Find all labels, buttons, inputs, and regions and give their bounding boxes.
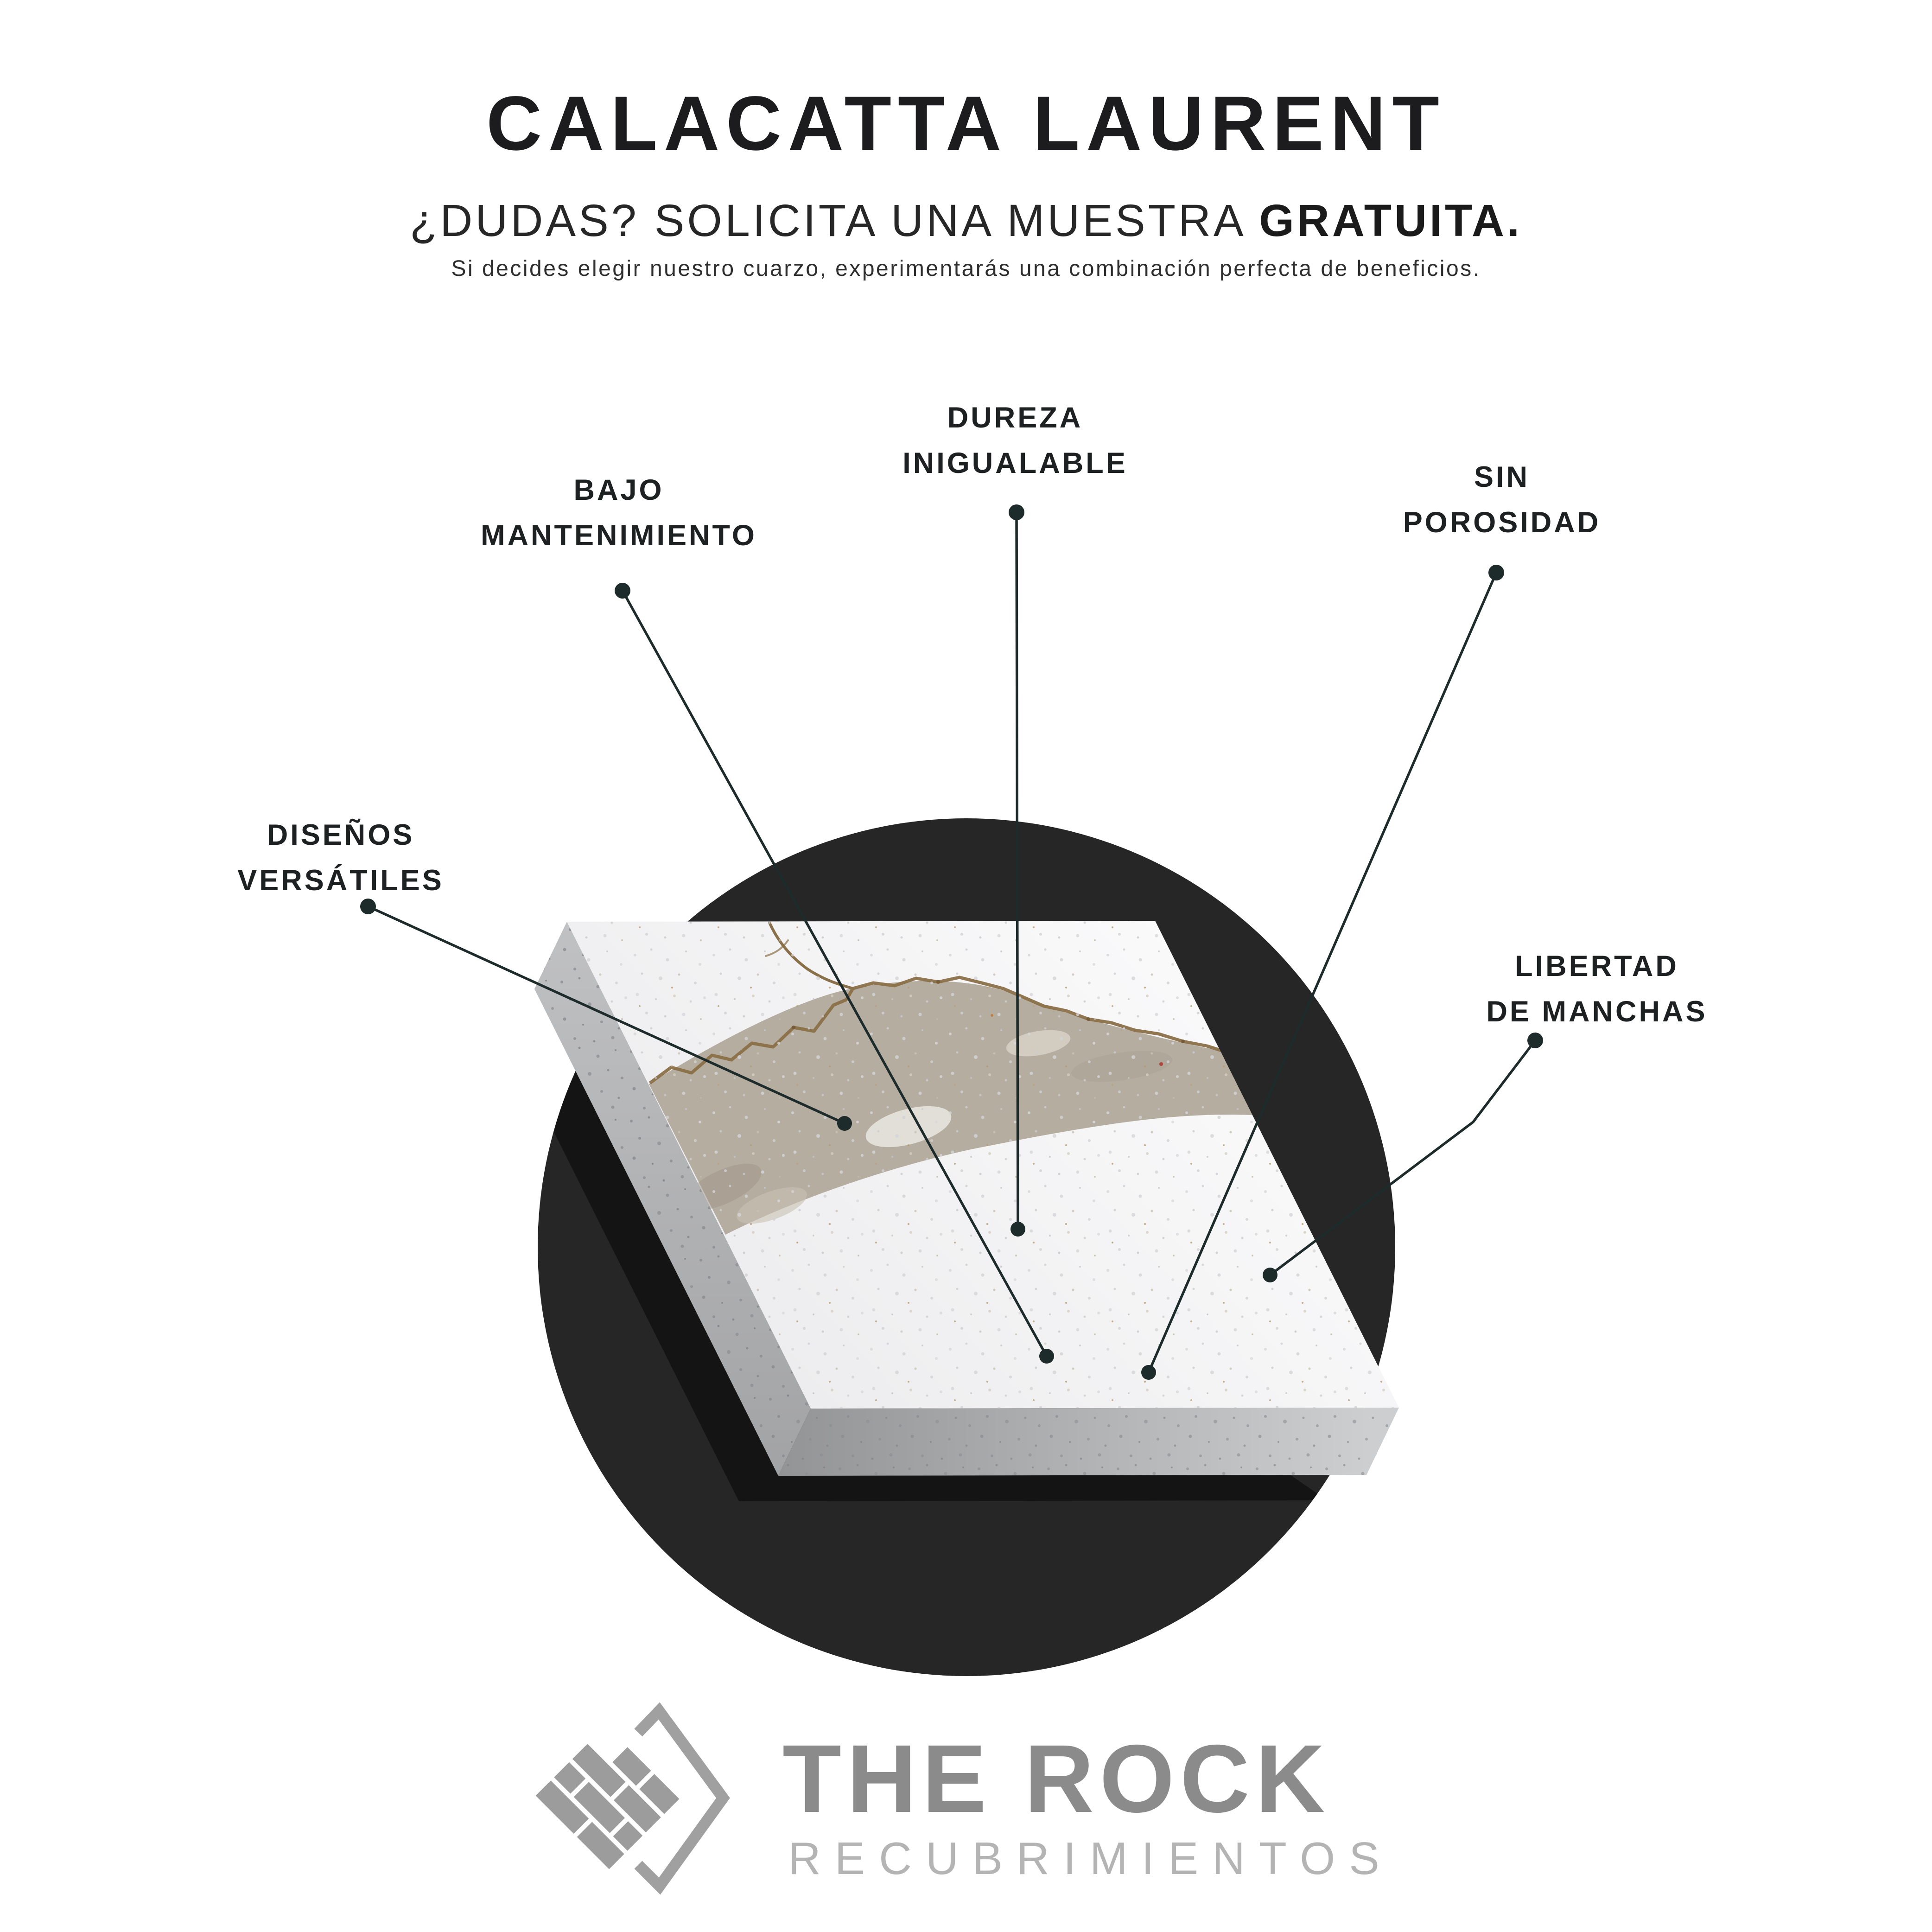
callout-dot-label-bajo bbox=[615, 583, 630, 599]
feature-line: MANTENIMIENTO bbox=[481, 519, 757, 552]
callout-dot-slab-dureza bbox=[1010, 1222, 1025, 1237]
callout-dot-label-disenos bbox=[360, 899, 376, 914]
feature-line: BAJO bbox=[573, 474, 664, 506]
feature-line: VERSÁTILES bbox=[237, 864, 444, 897]
feature-line: DE MANCHAS bbox=[1486, 995, 1708, 1028]
logo-diamond-outline bbox=[634, 1702, 730, 1895]
page-title: CALACATTA LAURENT bbox=[486, 81, 1446, 166]
brand-tagline: RECUBRIMIENTOS bbox=[788, 1833, 1393, 1884]
feature-line: DISEÑOS bbox=[267, 819, 415, 851]
feature-label-bajo-mantenimiento: BAJO MANTENIMIENTO bbox=[481, 467, 757, 558]
callout-dot-slab-bajo bbox=[1039, 1349, 1054, 1364]
feature-line: SIN bbox=[1474, 461, 1530, 493]
feature-label-sin-porosidad: SIN POROSIDAD bbox=[1403, 454, 1601, 545]
feature-label-dureza: DUREZA INIGUALABLE bbox=[902, 395, 1127, 486]
callout-line-sin-porosidad bbox=[1147, 571, 1498, 1374]
brand-name: THE ROCK bbox=[782, 1725, 1331, 1833]
feature-line: POROSIDAD bbox=[1403, 506, 1601, 539]
callout-dot-slab-libertad bbox=[1263, 1268, 1277, 1282]
callout-dot-label-sin bbox=[1488, 565, 1504, 580]
callout-dot-label-dureza bbox=[1009, 504, 1024, 520]
page-description: Si decides elegir nuestro cuarzo, experi… bbox=[451, 256, 1481, 281]
logo-brick-pattern bbox=[535, 1744, 680, 1869]
callout-line-dureza-inigualable bbox=[1015, 511, 1019, 1231]
slab-front-face bbox=[778, 1408, 1399, 1476]
feature-line: DUREZA bbox=[947, 402, 1083, 434]
page-subtitle: ¿DUDAS? SOLICITA UNA MUESTRA GRATUITA. bbox=[410, 195, 1522, 247]
feature-label-libertad-de-manchas: LIBERTAD DE MANCHAS bbox=[1486, 944, 1707, 1034]
callout-dot-slab-sin bbox=[1141, 1365, 1156, 1380]
subtitle-regular: ¿DUDAS? SOLICITA UNA MUESTRA bbox=[410, 195, 1259, 246]
callout-line-disenos-versatiles bbox=[367, 905, 846, 1125]
callout-dot-label-libertad bbox=[1527, 1033, 1543, 1048]
quartz-speckle-overlay bbox=[567, 921, 1399, 1409]
brand-logo-mark-icon bbox=[535, 1702, 730, 1895]
feature-line: INIGUALABLE bbox=[902, 447, 1128, 479]
subtitle-bold: GRATUITA. bbox=[1259, 195, 1522, 246]
callout-line-libertad-de-manchas bbox=[1269, 1039, 1537, 1276]
callout-dot-slab-disenos bbox=[837, 1116, 852, 1131]
feature-line: LIBERTAD bbox=[1515, 950, 1679, 982]
slab-left-face bbox=[534, 922, 811, 1476]
feature-label-disenos-versatiles: DISEÑOS VERSÁTILES bbox=[237, 812, 444, 903]
callout-line-bajo-mantenimiento bbox=[621, 589, 1048, 1358]
